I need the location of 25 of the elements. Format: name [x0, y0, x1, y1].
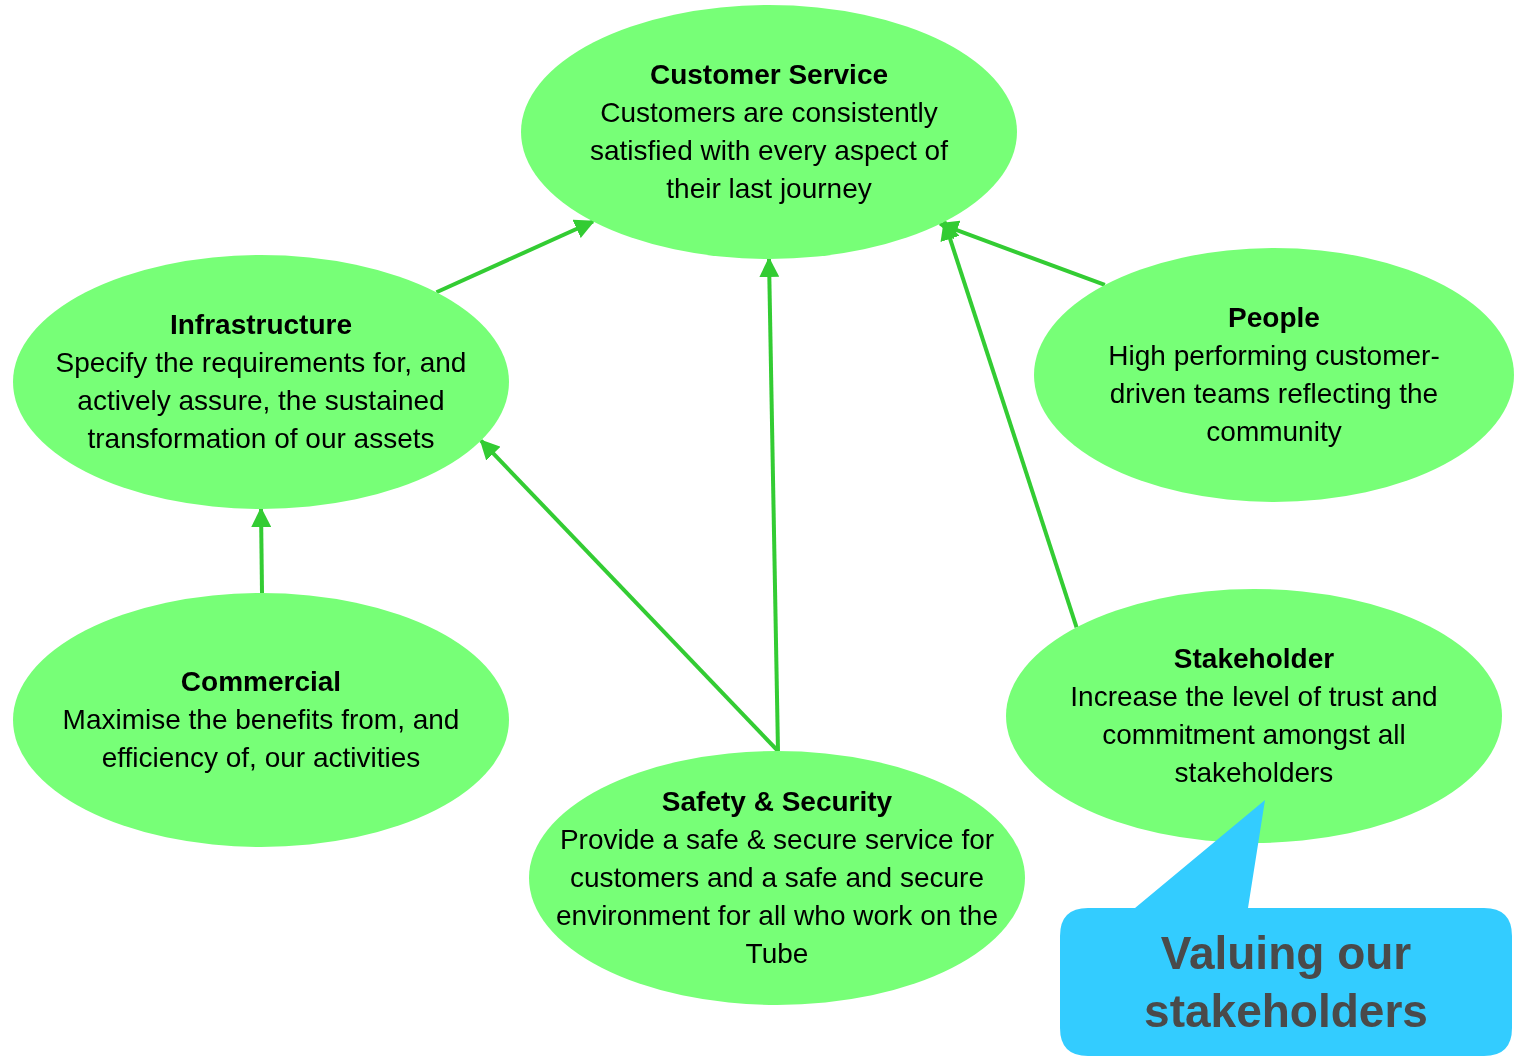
- goal-heading: Customer Service: [649, 58, 889, 92]
- goal-ellipse: [1034, 248, 1514, 502]
- goal-ellipse: [13, 593, 509, 847]
- goal-heading: Safety & Security: [661, 785, 893, 819]
- goal-ellipse: [13, 255, 509, 509]
- goal-ellipse: [521, 5, 1017, 259]
- arrow: [940, 219, 1079, 628]
- goal-heading: Infrastructure: [169, 308, 352, 342]
- goal-description: Maximise the benefits from, and efficiency of, our activities: [61, 703, 461, 775]
- goal-description: Increase the level of trust and commitment amongst all stakeholders: [1069, 680, 1439, 790]
- arrow: [251, 507, 272, 594]
- callout-text: Valuing our stakeholders: [1143, 926, 1429, 1039]
- goal-ellipse: [1006, 589, 1502, 843]
- goal-ellipse: [529, 751, 1025, 1005]
- arrow: [435, 219, 595, 295]
- speech-bubble: [1060, 798, 1512, 1056]
- goal-description: Provide a safe & secure service for customers and a safe and secure environment for all who work on the Tube: [555, 823, 999, 971]
- goal-description: High performing customer-driven teams reflecting the community: [1107, 339, 1441, 449]
- goal-heading: People: [1228, 301, 1320, 335]
- goal-heading: Stakeholder: [1173, 642, 1335, 676]
- goal-heading: Commercial: [180, 665, 342, 699]
- arrow: [759, 257, 780, 752]
- goal-description: Specify the requirements for, and actively assure, the sustained transformation of our assets: [54, 346, 468, 456]
- arrow: [938, 220, 1106, 287]
- goal-description: Customers are consistently satisfied with every aspect of their last journey: [589, 96, 949, 206]
